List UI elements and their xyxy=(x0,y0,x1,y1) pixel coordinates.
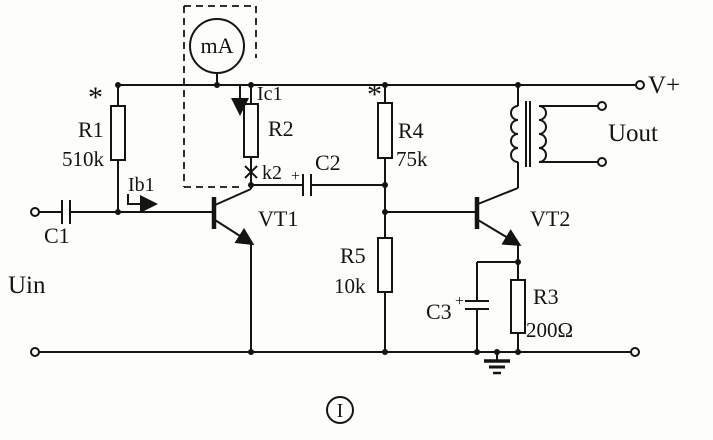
ib1-arrow xyxy=(127,194,158,213)
c3-label: C3 xyxy=(426,299,452,324)
junction-dots xyxy=(115,82,521,355)
r3-label: R3 xyxy=(533,284,559,309)
resistor-r4-body xyxy=(377,102,393,159)
vplus-label: V+ xyxy=(648,72,680,99)
junction-dot xyxy=(382,182,388,188)
junction-dot xyxy=(115,82,121,88)
r4-value: 75k xyxy=(396,147,428,171)
c2-plus: + xyxy=(291,168,300,185)
figure-number-label: I xyxy=(337,400,344,422)
r5-label: R5 xyxy=(340,243,366,268)
ib1-current-arrow: Ib1 xyxy=(127,174,158,213)
junction-dot xyxy=(214,82,220,88)
ground-symbol xyxy=(484,352,510,375)
capacitor-c3: + C3 xyxy=(426,261,518,352)
junction-dot xyxy=(515,82,521,88)
uout-terminal-top xyxy=(597,101,607,111)
capacitor-c2: + C2 xyxy=(251,150,385,196)
resistor-r3: R3 200Ω xyxy=(510,279,573,352)
transistor-vt2: VT2 xyxy=(385,162,570,280)
transformer-primary-coil xyxy=(510,105,519,163)
vt1-label: VT1 xyxy=(258,206,298,231)
junction-dot xyxy=(248,82,254,88)
bottom-left-terminal xyxy=(30,347,40,357)
r1-label: R1 xyxy=(78,117,104,142)
resistor-r1: * R1 510k xyxy=(62,81,126,212)
r2-label: R2 xyxy=(268,116,294,141)
transformer-secondary-coil xyxy=(538,105,547,163)
resistor-r5: R5 10k xyxy=(334,237,393,352)
r5-value: 10k xyxy=(334,274,366,298)
junction-dot xyxy=(248,349,254,355)
c2-label: C2 xyxy=(315,150,341,175)
bottom-right-terminal xyxy=(630,347,640,357)
junction-dot xyxy=(382,349,388,355)
resistor-r3-body xyxy=(510,279,526,334)
k2-label: k2 xyxy=(262,162,282,184)
break-cross xyxy=(244,165,258,179)
vplus-terminal xyxy=(635,80,645,90)
junction-dot xyxy=(494,349,500,355)
r4-star: * xyxy=(367,78,382,111)
vt2-collector xyxy=(477,187,519,205)
vt2-label: VT2 xyxy=(530,206,570,231)
junction-dot xyxy=(382,209,388,215)
junction-dot xyxy=(515,349,521,355)
c3-plus: + xyxy=(455,293,464,310)
figure-number-circle xyxy=(326,396,354,424)
resistor-r1-body xyxy=(110,105,126,161)
junction-dot xyxy=(515,259,521,265)
uout-terminal-bottom xyxy=(597,157,607,167)
vt1-emitter xyxy=(214,219,255,246)
meter-dashed-leads xyxy=(183,5,257,188)
vt2-emitter xyxy=(477,219,522,247)
transformer: Uout xyxy=(510,85,658,167)
junction-dot xyxy=(115,209,121,215)
resistor-r5-body xyxy=(377,237,393,293)
meter-label: mA xyxy=(201,33,234,58)
resistor-r4: * R4 75k xyxy=(367,78,428,238)
resistor-r2-body xyxy=(243,103,259,158)
input-stage: C1 Uin xyxy=(8,200,214,299)
r4-label: R4 xyxy=(398,118,424,143)
junction-dot xyxy=(382,82,388,88)
transistor-vt1: VT1 xyxy=(211,157,298,352)
junction-dot xyxy=(248,182,254,188)
input-terminal xyxy=(30,207,40,217)
r3-value: 200Ω xyxy=(526,318,573,342)
vt1-collector xyxy=(214,188,252,206)
uin-label: Uin xyxy=(8,272,46,299)
junction-dot xyxy=(474,349,480,355)
ic1-label: Ic1 xyxy=(257,83,283,105)
r1-value: 510k xyxy=(62,147,105,171)
ib1-label: Ib1 xyxy=(128,174,155,196)
break-point-k2: k2 xyxy=(244,162,282,184)
c1-label: C1 xyxy=(44,223,70,248)
resistor-r2: R2 Ic1 xyxy=(231,83,294,158)
r1-star: * xyxy=(88,81,103,114)
uout-label: Uout xyxy=(608,120,658,147)
milliammeter: mA xyxy=(189,18,245,85)
figure-number-badge: I xyxy=(326,396,354,424)
